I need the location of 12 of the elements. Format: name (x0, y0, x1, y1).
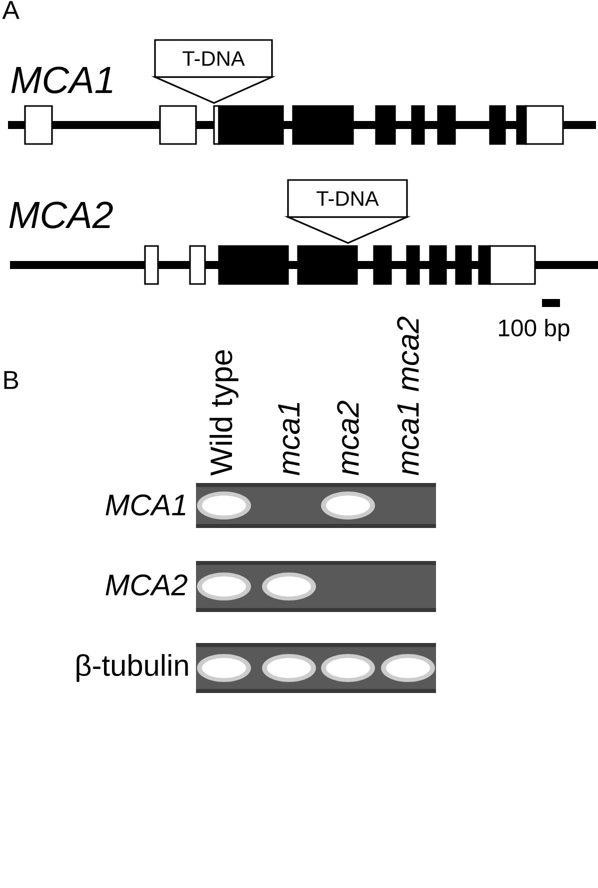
scale-label: 100 bp (499, 318, 570, 342)
lane-label: mca1 mca2 (397, 316, 419, 476)
lane-label: Wild type (210, 350, 238, 476)
lane-label: mca1 (278, 402, 300, 476)
panel-letter: B (4, 371, 18, 389)
gene-name: MCA2 (9, 202, 113, 228)
lane-label: mca2 (337, 400, 359, 476)
row-label: MCA1 (106, 494, 186, 516)
panel-letter: A (2, 1, 20, 19)
row-label: MCA2 (106, 574, 188, 596)
row-label: β-tubulin (76, 654, 188, 682)
gene-name: MCA1 (11, 66, 112, 94)
